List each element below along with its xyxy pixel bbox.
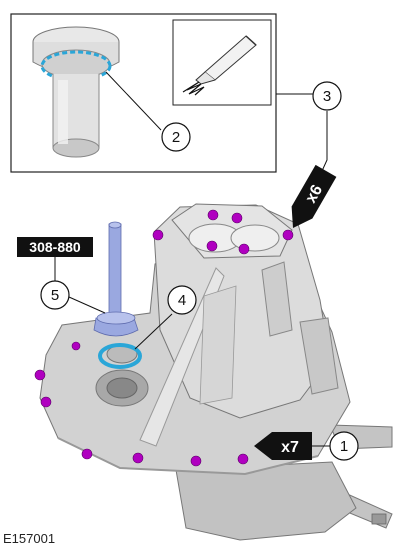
seal-installer-tool — [93, 221, 139, 337]
callout-1-number: 1 — [340, 438, 348, 455]
sealant-bead-icon — [182, 81, 205, 96]
callout-2: 2 — [161, 122, 191, 152]
callout-4: 4 — [167, 285, 197, 315]
bolt — [40, 396, 52, 408]
figure-id: E157001 — [3, 531, 56, 546]
callout-3-number: 3 — [323, 88, 331, 105]
arrow-x6: x6 — [291, 164, 337, 229]
sealant-inset — [172, 19, 272, 106]
bolt — [190, 455, 202, 467]
bolt — [231, 212, 243, 224]
sealant-tube-icon — [195, 35, 257, 85]
bolt — [34, 369, 46, 381]
bolt — [132, 452, 144, 464]
arrow-x7: x7 — [254, 432, 312, 460]
tool-number-text: 308-880 — [29, 239, 81, 255]
bolt — [152, 229, 164, 241]
callout-5-number: 5 — [51, 287, 59, 304]
oil-seal — [98, 343, 142, 369]
sealant-bead-ring — [40, 50, 112, 82]
inset-panel: 2 — [10, 13, 277, 173]
callout-2-number: 2 — [172, 129, 180, 146]
bolt — [207, 209, 219, 221]
tool-number-label: 308-880 — [17, 237, 93, 257]
bolt — [238, 243, 250, 255]
callout-4-number: 4 — [178, 292, 186, 309]
callout-3: 3 — [312, 81, 342, 111]
arrow-x6-label: x6 — [302, 182, 326, 206]
bolt — [71, 341, 81, 351]
bolt — [282, 229, 294, 241]
bolt — [237, 453, 249, 465]
bolt — [81, 448, 93, 460]
arrow-x7-label: x7 — [281, 439, 299, 456]
callout-1: 1 — [329, 431, 359, 461]
callout-5: 5 — [40, 280, 70, 310]
bolts — [34, 209, 294, 467]
bolt — [206, 240, 218, 252]
plug-part — [32, 26, 120, 158]
